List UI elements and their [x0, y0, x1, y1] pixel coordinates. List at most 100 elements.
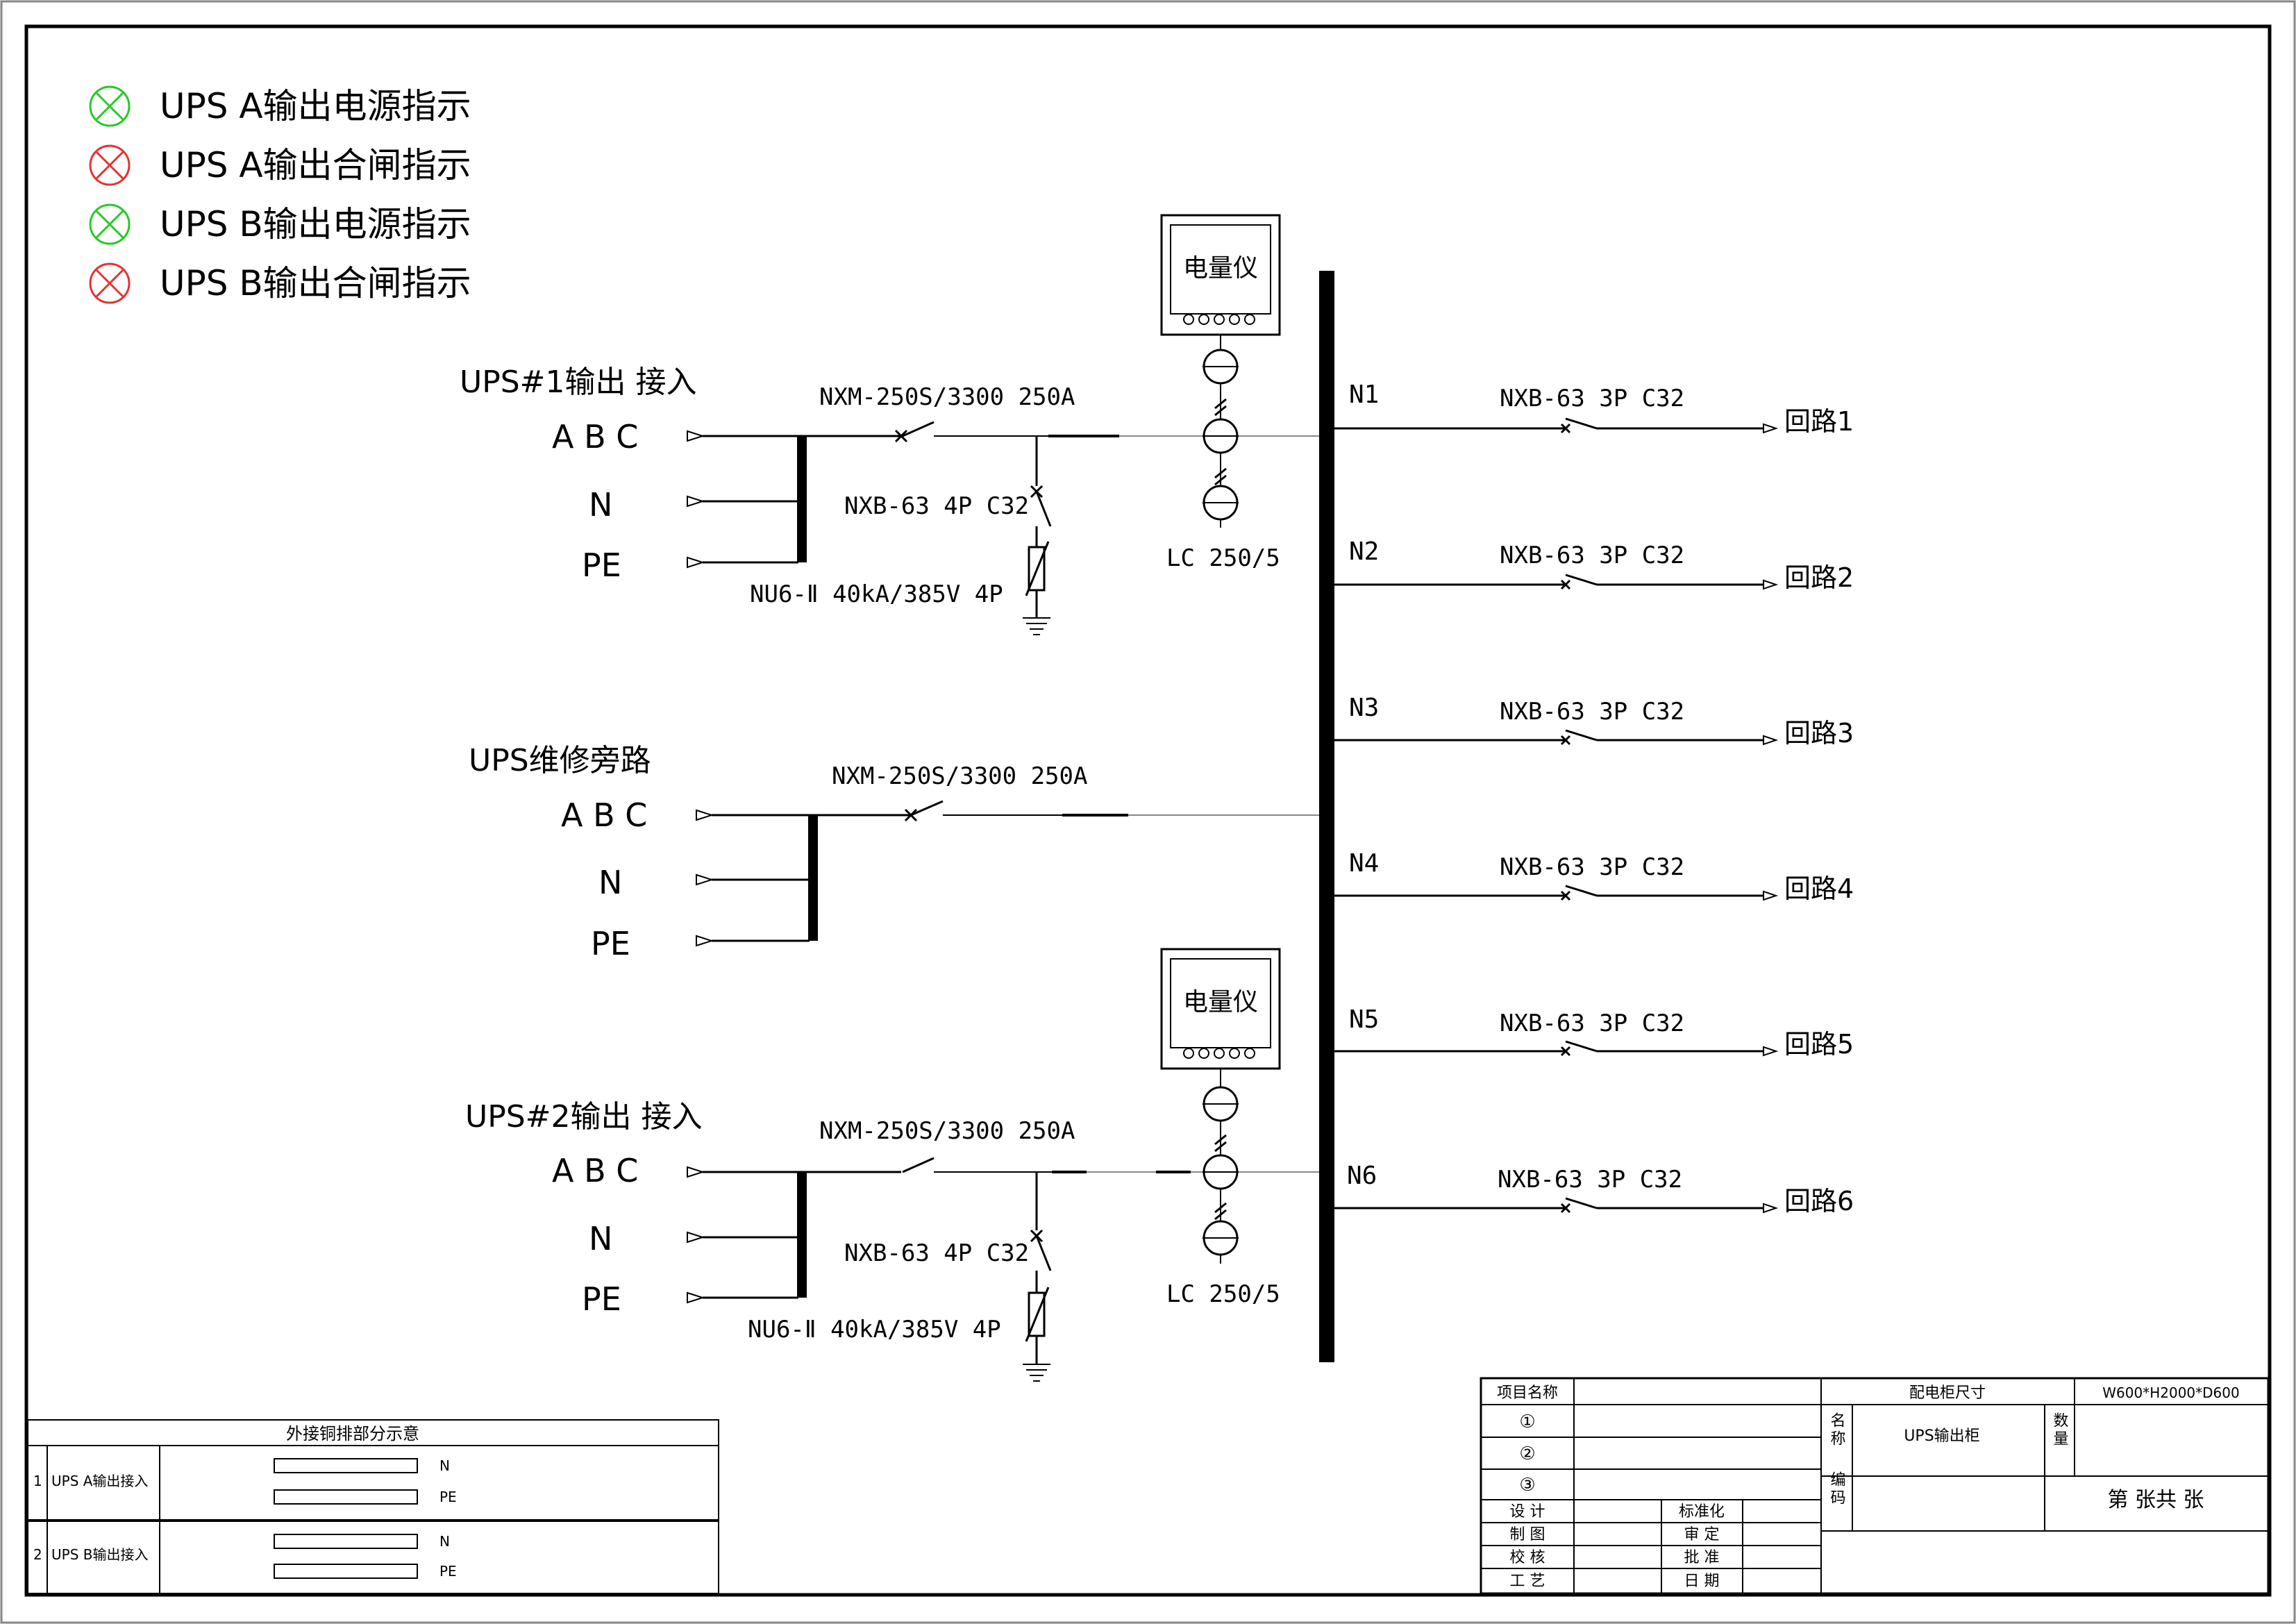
lamp-red-icon	[89, 144, 131, 186]
arrow-right-icon	[1763, 423, 1779, 434]
legend-label: UPS A输出电源指示	[160, 86, 471, 126]
terminal-icon	[696, 873, 714, 886]
ups1-main-breaker-label: NXM-250S/3300 250A	[819, 383, 1075, 411]
feeder-breaker-label: NXB-63 3P C32	[1500, 1010, 1684, 1037]
copper-bar-label: PE	[439, 1563, 457, 1580]
role-label: 设 计	[1510, 1503, 1545, 1521]
ups2-spd-breaker-icon	[1035, 1235, 1052, 1271]
lamp-red-icon	[89, 262, 131, 304]
copper-bar-n	[274, 1534, 418, 1549]
ups1-spd-breaker-label: NXB-63 4P C32	[844, 492, 1029, 520]
feeder-breaker-icon	[1565, 574, 1598, 586]
ct-icon	[1203, 1086, 1239, 1256]
ups1-main-breaker-icon	[902, 421, 935, 437]
role-label: 标准化	[1679, 1503, 1725, 1521]
terminal-icon	[687, 430, 705, 442]
lamp-green-icon	[89, 203, 131, 245]
terminal-icon	[687, 556, 705, 569]
name-label: 名称	[1828, 1412, 1846, 1448]
title-item: ①	[1519, 1412, 1535, 1432]
title-block: 项目名称 ① ② ③ 设 计 制 图 校 核 工 艺 标准化 审 定 批 准 日…	[1480, 1377, 2270, 1595]
terminal-icon	[696, 935, 714, 947]
feeder-breaker-icon	[1565, 1040, 1598, 1053]
feeder-breaker-icon	[1565, 1197, 1598, 1209]
cabinet-size-value: W600*H2000*D600	[2102, 1384, 2239, 1401]
ups1-spd-breaker-icon	[1035, 491, 1052, 527]
sheet-number: 第 张共 张	[2107, 1488, 2204, 1512]
ups1-n-label: N	[589, 486, 612, 524]
legend-item-3: UPS B输出电源指示	[89, 203, 471, 245]
feeder-breaker-label: NXB-63 3P C32	[1500, 542, 1684, 569]
bypass-n-label: N	[598, 864, 622, 901]
lamp-green-icon	[89, 85, 131, 127]
copper-table-title: 外接铜排部分示意	[286, 1424, 419, 1443]
output-feeders: N1 NXB-63 3P C32 回路1 N2 NXB-63 3P C32 回路…	[1334, 380, 1854, 1216]
role-label: 日 期	[1684, 1573, 1720, 1590]
ups2-spd-breaker-label: NXB-63 4P C32	[844, 1239, 1029, 1267]
copper-bar-pe	[274, 1564, 418, 1579]
role-label: 批 准	[1684, 1549, 1720, 1566]
terminal-icon	[687, 1166, 705, 1178]
legend-label: UPS B输出合闸指示	[160, 263, 471, 303]
name-value: UPS输出柜	[1904, 1428, 1979, 1445]
role-label: 校 核	[1510, 1549, 1545, 1566]
ups1-input-busbar	[797, 436, 807, 562]
feeder-circuit-label: 回路6	[1784, 1186, 1854, 1216]
legend-item-4: UPS B输出合闸指示	[89, 262, 471, 304]
main-busbar	[1319, 271, 1334, 1362]
ups2-n-label: N	[589, 1220, 612, 1257]
ups2-abc-label: A B C	[552, 1152, 638, 1189]
ups1-ct-label: LC 250/5	[1166, 544, 1280, 572]
ups2-main-breaker-label: NXM-250S/3300 250A	[819, 1117, 1075, 1145]
terminal-icon	[687, 495, 705, 508]
ups1-meter-label: 电量仪	[1183, 254, 1258, 283]
ups1-abc-label: A B C	[552, 418, 638, 455]
ups2-title: UPS#2输出 接入	[465, 1099, 703, 1135]
code-label: 编码	[1828, 1471, 1846, 1507]
feeder-n6: N6 NXB-63 3P C32 回路6	[1334, 1162, 1854, 1216]
meter-buttons	[1183, 314, 1255, 325]
feeder-n5: N5 NXB-63 3P C32 回路5	[1334, 1005, 1854, 1060]
legend-item-1: UPS A输出电源指示	[89, 85, 471, 127]
feeder-node-label: N3	[1349, 694, 1379, 722]
feeder-node-label: N1	[1349, 380, 1379, 409]
copper-row-name: UPS A输出接入	[51, 1473, 148, 1489]
terminal-icon	[687, 1291, 705, 1304]
copper-row-name: UPS B输出接入	[51, 1546, 148, 1563]
feeder-circuit-label: 回路3	[1784, 718, 1854, 748]
ups1-pe-label: PE	[582, 546, 621, 584]
ups2-pe-label: PE	[582, 1280, 621, 1318]
feeder-n2: N2 NXB-63 3P C32 回路2	[1334, 537, 1854, 593]
ups1-title: UPS#1输出 接入	[460, 365, 697, 400]
copper-bar-pe	[274, 1489, 418, 1505]
arrow-right-icon	[1763, 1203, 1779, 1214]
terminal-icon	[696, 809, 714, 821]
ups1-spd-label: NU6-Ⅱ 40kA/385V 4P	[750, 580, 1003, 608]
feeder-breaker-icon	[1565, 417, 1598, 430]
feeder-breaker-icon	[1565, 885, 1598, 897]
bypass-input-busbar	[808, 815, 818, 941]
feeder-circuit-label: 回路4	[1784, 873, 1854, 904]
ups2-meter-label: 电量仪	[1183, 988, 1258, 1016]
copper-bar-label: PE	[439, 1489, 457, 1505]
copper-row-number: 2	[33, 1546, 42, 1563]
ups2-ct-label: LC 250/5	[1166, 1280, 1280, 1308]
feeder-n3: N3 NXB-63 3P C32 回路3	[1334, 694, 1854, 748]
arrow-right-icon	[1763, 579, 1779, 590]
meter-buttons	[1183, 1048, 1255, 1059]
feeder-circuit-label: 回路5	[1784, 1029, 1854, 1060]
ct-icon	[1203, 349, 1239, 521]
ground-icon	[1023, 1364, 1050, 1382]
cabinet-size-label: 配电柜尺寸	[1909, 1384, 1986, 1402]
feeder-n4: N4 NXB-63 3P C32 回路4	[1334, 849, 1854, 904]
sheet-inner-border	[24, 24, 2272, 1597]
feeder-breaker-icon	[1565, 729, 1598, 742]
feeder-breaker-label: NXB-63 3P C32	[1500, 698, 1684, 726]
bypass-main-breaker-icon	[910, 800, 944, 817]
ground-icon	[1023, 617, 1050, 635]
feeder-node-label: N6	[1347, 1162, 1377, 1190]
legend-item-2: UPS A输出合闸指示	[89, 144, 471, 186]
feeder-breaker-label: NXB-63 3P C32	[1500, 385, 1684, 412]
role-label: 审 定	[1684, 1526, 1720, 1543]
